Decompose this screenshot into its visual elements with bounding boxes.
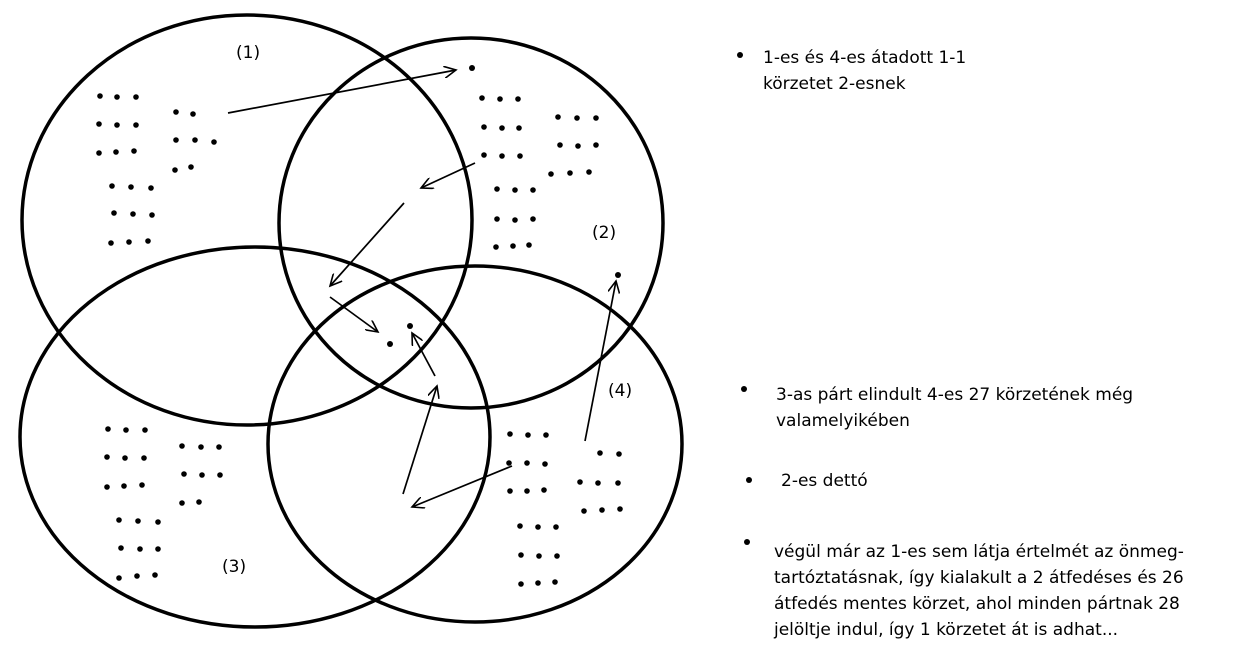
note-4-line-2: tartóztatásnak, így kialakult a 2 átfedé… (774, 568, 1184, 588)
dots-circle-1 (96, 93, 217, 246)
dots-circle-3 (104, 426, 223, 581)
arrow-4-to-2 (584, 281, 616, 442)
arrow-up-center (412, 333, 436, 377)
moved-dot-4-2 (615, 272, 621, 278)
dots-circle-2 (479, 95, 599, 250)
center-dot-b (407, 323, 413, 329)
note-1-line-2: körzetet 2-esnek (763, 74, 906, 94)
note-3: 2-es dettó (781, 468, 868, 494)
note-4-line-1: végül már az 1-es sem látja értelmét az … (774, 542, 1184, 562)
circle-1-label: (1) (236, 43, 260, 63)
note-1-bullet (737, 52, 743, 58)
moved-dot-1-2 (469, 65, 475, 71)
circle-3-label: (3) (222, 557, 246, 577)
center-dot-a (387, 341, 393, 347)
note-1-line-1: 1-es és 4-es átadott 1-1 (763, 48, 967, 68)
note-2: 3-as párt elindult 4-es 27 körzetének mé… (776, 382, 1133, 434)
note-4-bullet (744, 539, 750, 545)
note-4-line-4: jelöltje indul, így 1 körzetet át is adh… (774, 620, 1119, 640)
circle-2 (277, 36, 665, 410)
note-1: 1-es és 4-es átadott 1-1 körzetet 2-esne… (763, 45, 966, 97)
circle-1 (20, 13, 474, 427)
circle-2-label: (2) (592, 223, 616, 243)
note-2-line-2: valamelyikében (776, 411, 910, 431)
arrow-1-to-2 (227, 70, 456, 114)
circle-3 (18, 245, 492, 629)
note-2-bullet (741, 386, 747, 392)
arrow-up-from-bottom (402, 386, 437, 495)
circle-4 (266, 264, 684, 624)
note-2-line-1: 3-as párt elindult 4-es 27 körzetének mé… (776, 385, 1134, 405)
arrow-2-in (421, 162, 476, 188)
arrows (227, 70, 616, 507)
arrow-center-a (329, 296, 378, 332)
note-3-bullet (746, 477, 752, 483)
arrow-4-left (412, 465, 513, 507)
note-4-line-3: átfedés mentes körzet, ahol minden pártn… (774, 594, 1180, 614)
note-4: végül már az 1-es sem látja értelmét az … (774, 539, 1184, 643)
dots-circle-4 (506, 431, 623, 587)
circle-4-label: (4) (608, 381, 632, 401)
arrow-2-to-center (330, 202, 405, 286)
note-3-line-1: 2-es dettó (781, 471, 868, 491)
